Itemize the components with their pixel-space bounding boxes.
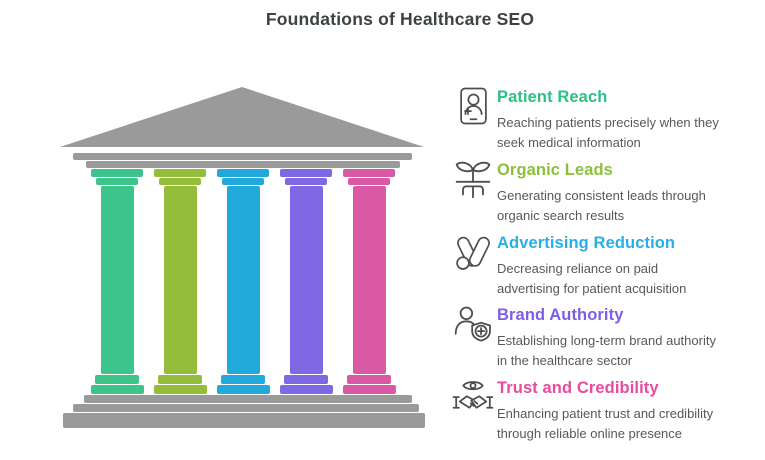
item-description: Establishing long-term brand authority i… [497,333,716,368]
pillar-base-top [221,375,265,384]
ads-icon [450,232,496,278]
sprout-roots-icon [450,159,496,205]
pillar-base-bottom [342,385,396,394]
pillar-capital-bottom [222,178,264,185]
pillar-base-bottom [216,385,270,394]
item-title: Advertising Reduction [497,234,676,252]
person-shield-icon [450,304,496,350]
pillar-base-bottom [90,385,144,394]
pillar-shaft [226,186,260,374]
pillar-shaft [289,186,323,374]
list-item-brand-authority: Brand Authority Establishing long-term b… [450,306,760,370]
pillar-capital-top [154,169,206,177]
pillar-advertising-reduction [216,169,270,394]
page-title: Foundations of Healthcare SEO [265,9,535,29]
item-title: Brand Authority [497,306,624,324]
item-description: Generating consistent leads through orga… [497,188,706,223]
item-description: Decreasing reliance on paid advertising … [497,261,687,296]
pillar-capital-bottom [159,178,201,185]
pillar-capital-bottom [348,178,390,185]
temple-pediment [60,87,424,147]
patient-card-icon [450,86,496,132]
pillar-capital-top [217,169,269,177]
pillar-brand-authority [279,169,333,394]
temple-step-bottom [63,413,425,428]
pillar-capital-bottom [285,178,327,185]
list-item-trust-credibility: Trust and Credibility Enhancing patient … [450,379,760,443]
list-item-advertising-reduction: Advertising Reduction Decreasing relianc… [450,234,760,298]
item-description: Reaching patients precisely when they se… [497,115,719,150]
temple-illustration [60,87,426,432]
item-description: Enhancing patient trust and credibility … [497,406,714,441]
pillar-trust-credibility [342,169,396,394]
temple-entablature-top [73,153,412,160]
temple-entablature-bottom [86,161,400,168]
pillar-base-top [95,375,139,384]
item-title: Organic Leads [497,161,613,179]
pillar-shaft [100,186,134,374]
pillar-base-bottom [279,385,333,394]
pillar-shaft [352,186,386,374]
pillar-capital-top [91,169,143,177]
pillar-capital-bottom [96,178,138,185]
item-title: Trust and Credibility [497,379,659,397]
pillar-base-bottom [153,385,207,394]
benefits-list: Patient Reach Reaching patients precisel… [450,86,760,448]
pillar-base-top [347,375,391,384]
list-item-organic-leads: Organic Leads Generating consistent lead… [450,161,760,225]
pillar-base-top [284,375,328,384]
pillar-capital-top [343,169,395,177]
temple-step-top [84,395,412,403]
eye-handshake-icon [450,377,496,423]
temple-step-middle [73,404,419,412]
pillar-base-top [158,375,202,384]
list-item-patient-reach: Patient Reach Reaching patients precisel… [450,86,760,152]
pillar-shaft [163,186,197,374]
pillar-organic-leads [153,169,207,394]
pillar-patient-reach [90,169,144,394]
item-title: Patient Reach [497,88,608,106]
pillar-capital-top [280,169,332,177]
